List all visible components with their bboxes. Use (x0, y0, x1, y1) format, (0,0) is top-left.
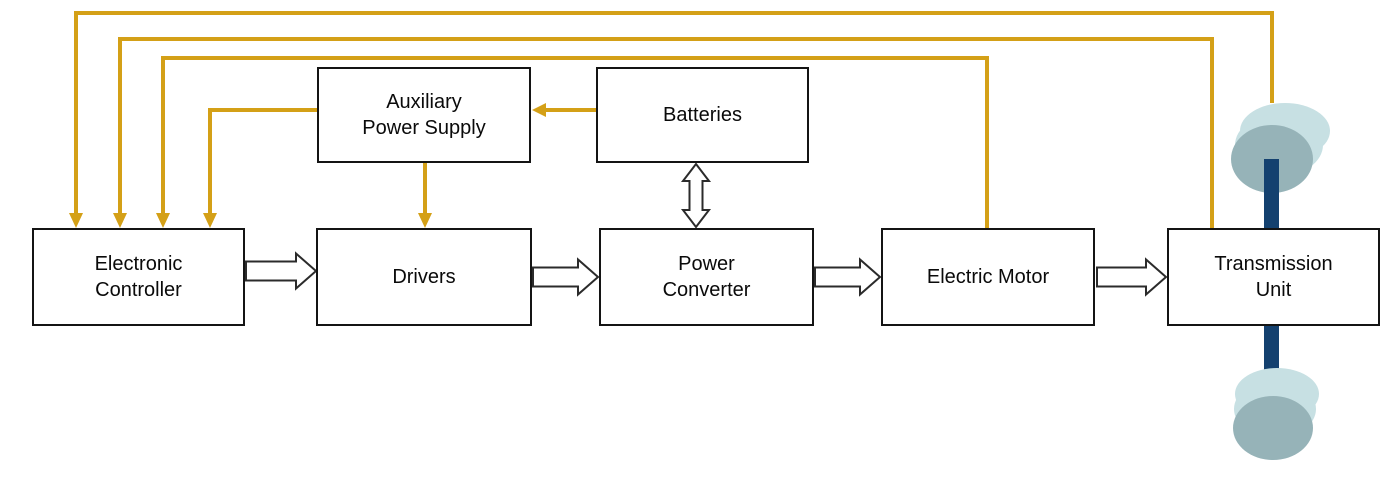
feedback-line-motor-to-controller (161, 56, 989, 228)
block-drivers: Drivers (316, 228, 532, 326)
wheel-upper (1231, 103, 1330, 193)
arrowhead-transmission-feedback (113, 213, 127, 228)
arrowhead-batteries-to-aux (532, 103, 546, 117)
block-label-line: Unit (1255, 279, 1292, 301)
flow-arrow-batteries-converter-bidirectional (680, 162, 712, 229)
wheel-lower-front-face (1233, 396, 1313, 460)
block-electronic-controller: Electronic Controller (32, 228, 245, 326)
feedback-line-wheel-to-controller (74, 11, 1274, 215)
flow-arrow-converter-to-motor (814, 257, 882, 297)
block-electric-motor: Electric Motor (881, 228, 1095, 326)
feedback-line-aux-to-controller (208, 108, 317, 215)
block-label-line: Converter (662, 279, 751, 301)
block-power-converter: Power Converter (599, 228, 814, 326)
block-label-line: Controller (95, 279, 182, 301)
flow-arrow-controller-to-drivers (245, 251, 318, 291)
arrowhead-aux-to-drivers (418, 213, 432, 228)
block-batteries: Batteries (596, 67, 809, 163)
arrowhead-aux-feedback (203, 213, 217, 228)
block-transmission-unit: Transmission Unit (1167, 228, 1380, 326)
block-label-line: Power Supply (362, 117, 486, 139)
block-auxiliary-power-supply: Auxiliary Power Supply (317, 67, 531, 163)
block-label-line: Power (678, 253, 735, 275)
block-label-line: Transmission (1214, 253, 1333, 275)
flow-arrow-motor-to-transmission (1096, 257, 1168, 297)
block-label-line: Electronic (94, 253, 183, 275)
block-label-line: Electric Motor (926, 266, 1050, 288)
block-label-line: Batteries (663, 104, 742, 126)
block-label-line: Drivers (392, 266, 456, 288)
wheel-lower (1233, 368, 1319, 460)
arrowhead-wheel-feedback (69, 213, 83, 228)
flow-arrow-drivers-to-converter (532, 257, 600, 297)
feedback-line-transmission-to-controller (118, 37, 1214, 228)
block-label-line: Auxiliary (386, 91, 462, 113)
arrowhead-motor-feedback (156, 213, 170, 228)
